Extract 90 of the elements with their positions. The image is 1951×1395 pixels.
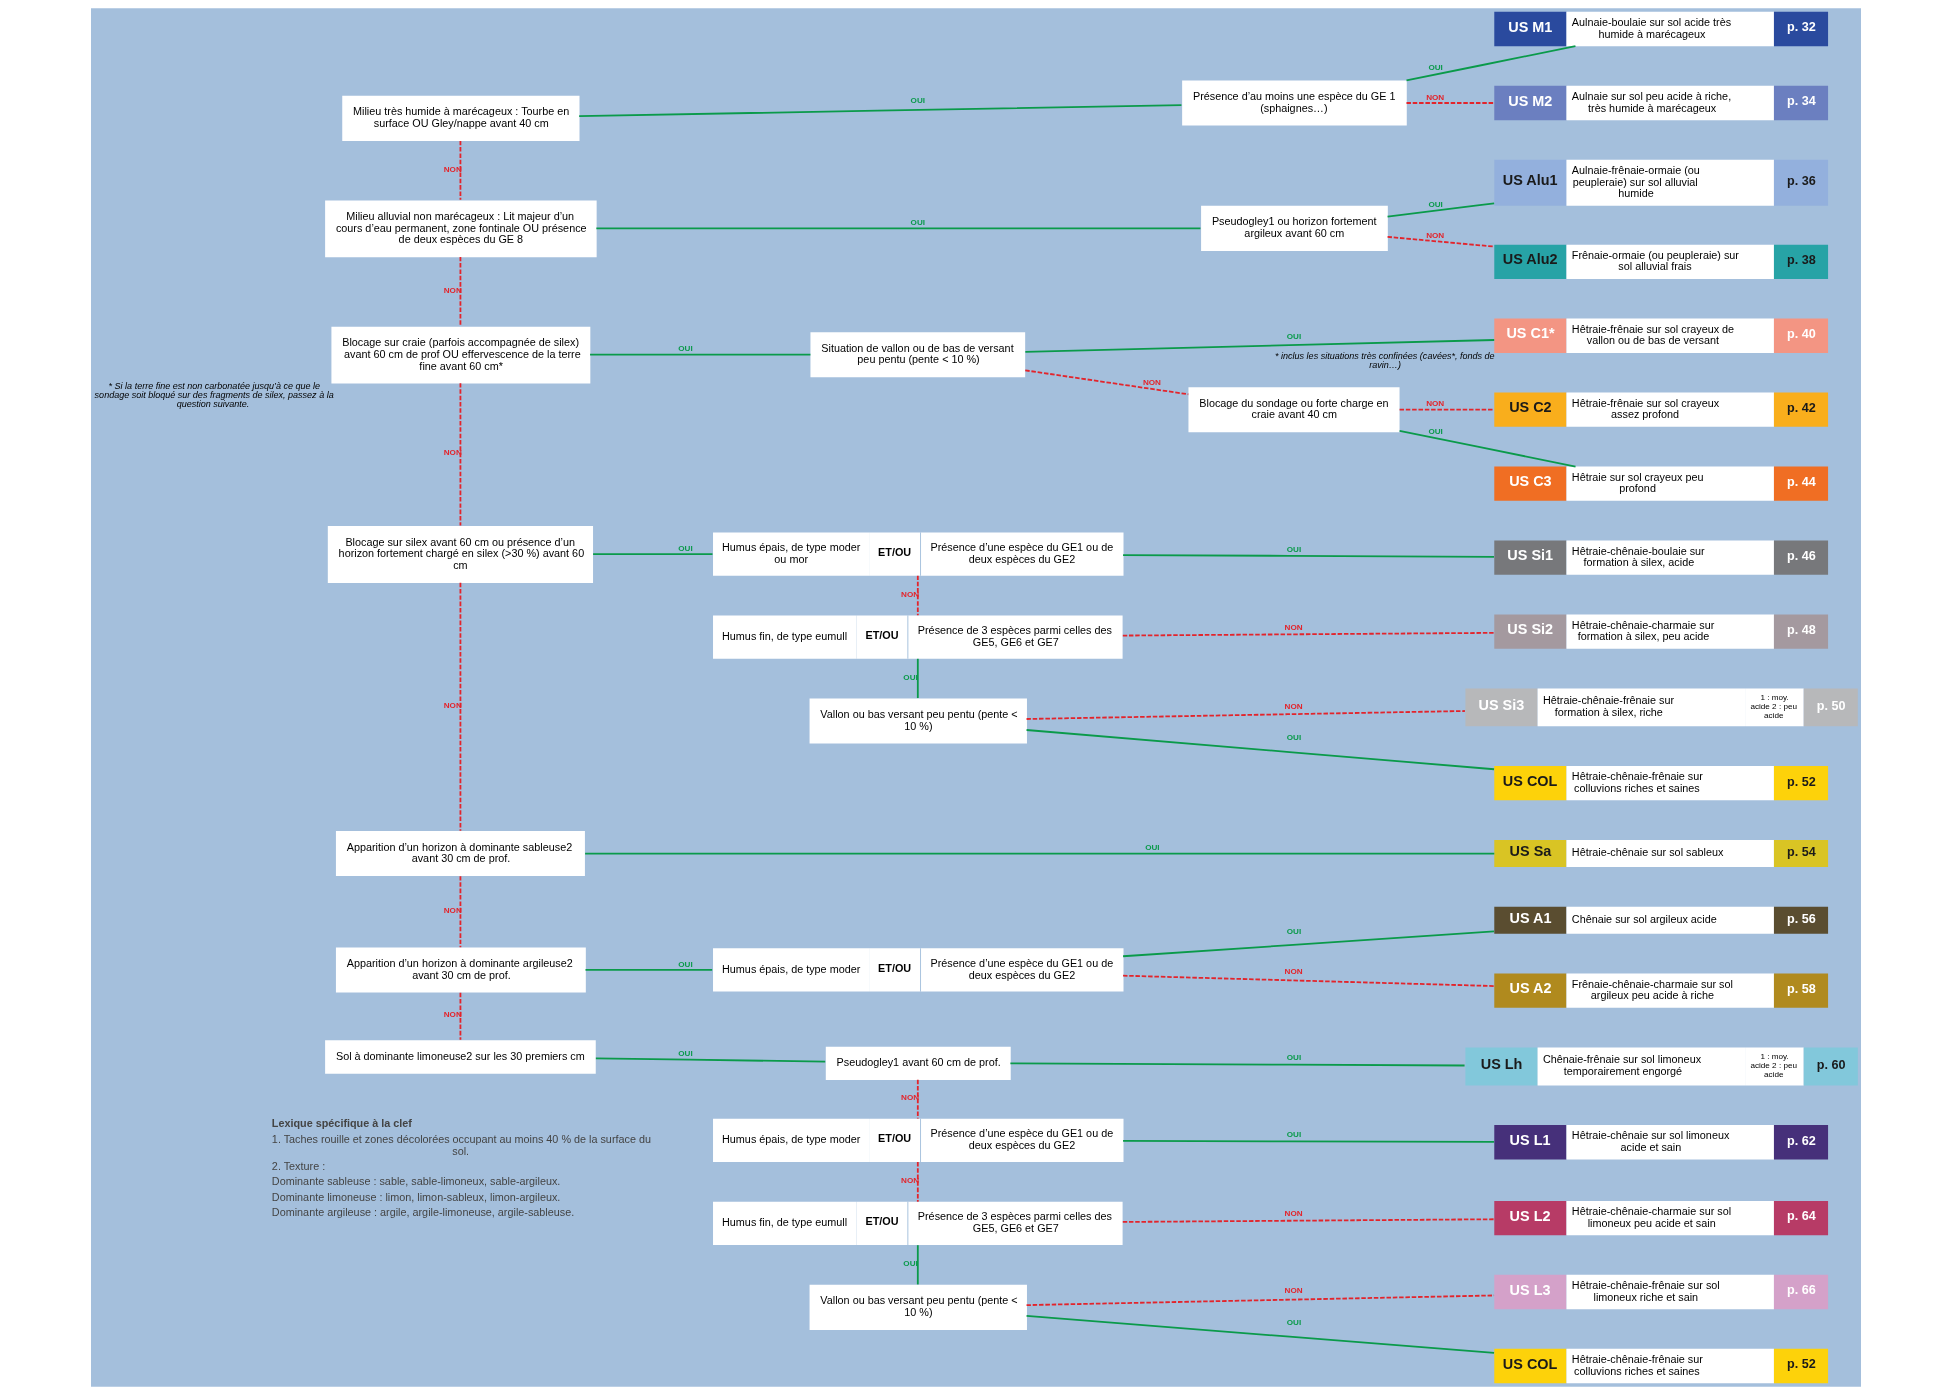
- edge-label: OUI: [1427, 62, 1443, 72]
- edge-label: OUI: [1427, 199, 1443, 209]
- edge-label: OUI: [677, 543, 693, 553]
- connector: [1386, 202, 1495, 218]
- connector: [1025, 729, 1495, 771]
- node-label: * Si la terre fine est non carbonatée jusqu’à ce que le sondage soit bloqué sur des fragments de silex, passez à la question suivante.: [94, 381, 334, 410]
- connector: [459, 382, 461, 527]
- edge-label: NON: [1284, 1209, 1303, 1219]
- connector: [1121, 930, 1495, 958]
- label: Dominante argileuse : argile, argile-limoneuse, argile-sableuse.: [271, 1205, 574, 1218]
- edge-label: OUI: [1286, 927, 1301, 937]
- connector: [1121, 1140, 1495, 1143]
- edge-label: NON: [1425, 399, 1444, 409]
- label: Lexique spécifique à la clef: [271, 1116, 412, 1129]
- edge-label: OUI: [1286, 544, 1301, 554]
- node-box: Apparition d’un horizon à dominante sableuse2 avant 30 cm de prof.: [335, 831, 585, 877]
- edge-label: NON: [1284, 966, 1303, 976]
- edge-label: OUI: [1286, 1053, 1301, 1063]
- edge-label: NON: [1425, 92, 1444, 102]
- node-box: Situation de vallon ou de bas de versant peu pentu (pente < 10 %): [809, 332, 1025, 378]
- connector: [1009, 1062, 1465, 1067]
- label: Dominante limoneuse : limon, limon-sableux, limon-argileux.: [271, 1190, 560, 1203]
- connector: [459, 991, 461, 1041]
- connector: [916, 1244, 919, 1286]
- edge-label: OUI: [910, 96, 925, 106]
- edge-label: OUI: [1144, 843, 1160, 853]
- edge-label: NON: [1284, 623, 1303, 633]
- edge-label: NON: [900, 589, 919, 599]
- connector: [1405, 102, 1495, 104]
- edge-label: OUI: [1427, 427, 1443, 437]
- edge-label: OUI: [1286, 331, 1301, 341]
- connector: [1121, 554, 1495, 558]
- edge-label: OUI: [677, 344, 693, 354]
- connector: [594, 227, 1201, 230]
- edge-label: OUI: [1286, 733, 1301, 743]
- edge-label: NON: [900, 1093, 919, 1103]
- connector: [1121, 1218, 1495, 1223]
- edge-label: OUI: [677, 959, 693, 969]
- connector: [1398, 408, 1495, 411]
- connector: [459, 140, 461, 201]
- connector: [1025, 710, 1466, 720]
- connector: [916, 574, 919, 617]
- node-box: Pseudogley1 avant 60 cm de prof.: [825, 1046, 1011, 1080]
- edge-label: NON: [1284, 1286, 1303, 1296]
- connector: [1398, 430, 1576, 468]
- connector: [1023, 339, 1495, 353]
- connector: [591, 553, 713, 555]
- connector: [1121, 974, 1495, 987]
- connector: [1405, 45, 1576, 82]
- node-box: Sol à dominante limoneuse2 sur les 30 premiers cm: [324, 1040, 596, 1074]
- label: Dominante sableuse : sable, sable-limoneux, sable-argileux.: [271, 1175, 560, 1188]
- node-box: Blocage sur silex avant 60 cm ou présence d’un horizon fortement chargé en silex (>30 %) avant 60 cm: [327, 526, 593, 583]
- connector: [916, 657, 919, 699]
- edge-label: OUI: [677, 1048, 693, 1058]
- node-label: * inclus les situations très confinées (cavées*, fonds de ravin…): [1274, 351, 1495, 371]
- connector: [588, 353, 811, 356]
- connector: [577, 104, 1182, 118]
- connector: [459, 875, 461, 949]
- edge-label: NON: [1142, 377, 1161, 387]
- node-box: Blocage du sondage ou forte charge en craie avant 40 cm: [1187, 387, 1400, 433]
- connector: [1025, 1294, 1495, 1306]
- node-box: Vallon ou bas versant peu pentu (pente < 10 %): [809, 698, 1027, 744]
- edge-label: NON: [1425, 230, 1444, 240]
- edge-label: OUI: [1286, 1130, 1301, 1140]
- edge-label: OUI: [1286, 1317, 1301, 1327]
- edge-label: NON: [1284, 701, 1303, 711]
- node-box: Milieu alluvial non marécageux : Lit majeur d’un cours d’eau permanent, zone fontinale OU présence de deux espèces du GE 8: [324, 200, 597, 258]
- connector: [594, 1057, 826, 1063]
- node-box: Blocage sur craie (parfois accompagnée de silex) avant 60 cm de prof OU effervescence de la terre fine avant 60 cm*: [330, 326, 590, 384]
- label: 1. Taches rouille et zones décolorées occupant au moins 40 % de la surface du sol.: [271, 1132, 651, 1157]
- connector: [1025, 1314, 1495, 1354]
- connector: [1121, 631, 1495, 637]
- node-box: Présence d’au moins une espèce du GE 1 (sphaignes…): [1181, 80, 1407, 126]
- edge-label: NON: [443, 448, 462, 458]
- label: 2. Texture :: [271, 1159, 325, 1172]
- edge-label: OUI: [902, 1259, 918, 1269]
- edge-label: OUI: [910, 217, 925, 227]
- connector: [1023, 369, 1189, 396]
- node-box: Vallon ou bas versant peu pentu (pente < 10 %): [809, 1284, 1027, 1330]
- connector: [584, 969, 713, 971]
- connector: [916, 1161, 919, 1203]
- node-box: Milieu très humide à marécageux : Tourbe en surface OU Gley/nappe avant 40 cm: [341, 95, 579, 141]
- edge-label: OUI: [902, 672, 918, 682]
- connector: [583, 852, 1495, 855]
- node-box: Pseudogley1 ou horizon fortement argileux avant 60 cm: [1200, 205, 1388, 251]
- connector: [459, 256, 461, 327]
- connector: [1386, 235, 1495, 248]
- connector: [459, 581, 461, 832]
- edge-label: NON: [900, 1176, 919, 1186]
- node-box: Apparition d’un horizon à dominante argileuse2 avant 30 cm de prof.: [335, 947, 586, 993]
